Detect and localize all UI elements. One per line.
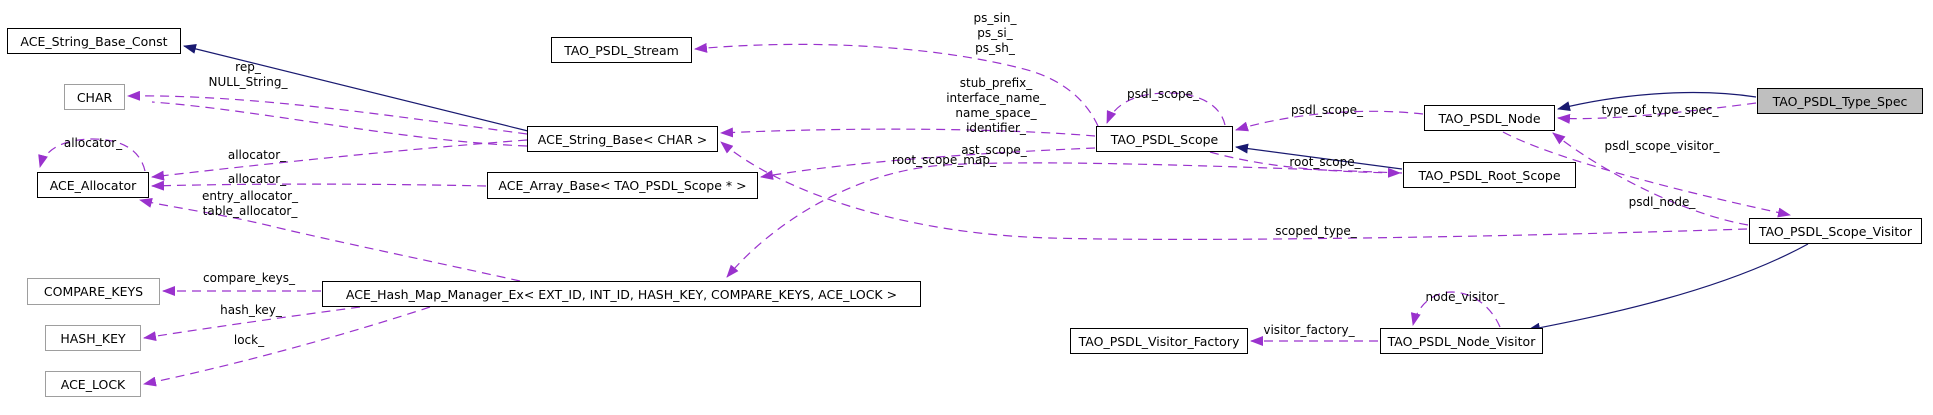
- edge-usage-root-scope-map: [726, 162, 1403, 278]
- class-node-char: CHAR: [64, 84, 125, 110]
- edge-usage-root-scope: [1209, 151, 1401, 178]
- edge-label-psdl-scope-visitor: psdl_scope_visitor_: [1604, 139, 1720, 153]
- class-node-ace-array-base[interactable]: ACE_Array_Base< TAO_PSDL_Scope * >: [487, 172, 758, 199]
- class-node-tao-psdl-node-visitor[interactable]: TAO_PSDL_Node_Visitor: [1380, 328, 1543, 354]
- class-node-tao-psdl-visitor-factory[interactable]: TAO_PSDL_Visitor_Factory: [1070, 328, 1248, 354]
- edge-label-node-visitor: node_visitor_: [1425, 290, 1505, 304]
- edge-label-lock-label: lock_: [233, 333, 265, 347]
- edge-label-psdl-node: psdl_node_: [1628, 195, 1696, 209]
- edge-label-psdl-scope-self: psdl_scope_: [1126, 87, 1200, 101]
- edge-usage-rep-null-string-2: [151, 101, 528, 147]
- edge-usage-lock: [143, 306, 431, 387]
- edge-inherit-stringbase-to-stringbaseconst: [183, 44, 529, 132]
- edge-label-allocator-upper: allocator_: [227, 148, 287, 162]
- class-node-tao-psdl-stream[interactable]: TAO_PSDL_Stream: [551, 37, 692, 63]
- edge-label-root-scope: root_scope_: [1289, 155, 1361, 169]
- edge-label-rep-null-string: rep_ NULL_String_: [208, 60, 288, 89]
- class-node-tao-psdl-type-spec: TAO_PSDL_Type_Spec: [1757, 88, 1923, 114]
- edge-label-ast-scope: ast_scope_: [961, 143, 1027, 157]
- class-node-tao-psdl-scope[interactable]: TAO_PSDL_Scope: [1096, 126, 1233, 152]
- class-node-compare-keys: COMPARE_KEYS: [27, 278, 160, 305]
- edge-inherit-rootscope-to-scope: [1235, 143, 1403, 170]
- edge-usage-allocator-lower: [151, 180, 487, 191]
- edge-label-psdl-scope: psdl_scope_: [1290, 103, 1364, 117]
- edge-label-entry-table-allocator: entry_allocator_ table_allocator_: [201, 189, 299, 218]
- class-node-tao-psdl-node[interactable]: TAO_PSDL_Node: [1424, 105, 1555, 131]
- edge-label-stub-group: stub_prefix_ interface_name_ name_space_…: [946, 76, 1046, 135]
- edge-label-ps-group: ps_sin_ ps_si_ ps_sh_: [973, 11, 1017, 55]
- edge-usage-psdl-scope: [1235, 110, 1424, 132]
- class-node-ace-string-base-const[interactable]: ACE_String_Base_Const: [7, 28, 181, 54]
- class-node-hash-key: HASH_KEY: [45, 325, 141, 351]
- edge-usage-ps-group: [694, 42, 1099, 127]
- edge-usage-allocator-upper: [151, 139, 528, 181]
- edge-usage-hash-key: [143, 306, 361, 342]
- edge-usage-rep-null-string: [127, 90, 528, 135]
- edge-usage-psdl-scope-self: [1106, 92, 1226, 126]
- edge-usage-type-of-type-spec: [1557, 102, 1757, 124]
- edge-usage-stub-group: [720, 127, 1096, 138]
- edge-label-type-of-type-spec: type_of_type_spec_: [1601, 103, 1719, 117]
- class-node-ace-lock: ACE_LOCK: [45, 371, 141, 397]
- edge-usage-ast-scope: [760, 147, 1096, 180]
- edge-usage-entry-table: [139, 198, 521, 282]
- edge-label-allocator-lower: allocator_: [227, 172, 287, 186]
- edge-usage-psdl-node: [1552, 132, 1749, 226]
- class-node-ace-string-base-char[interactable]: ACE_String_Base< CHAR >: [527, 126, 718, 152]
- edge-inherit-typespec-to-node: [1557, 91, 1757, 111]
- edge-label-visitor-factory: visitor_factory_: [1263, 323, 1355, 337]
- class-node-ace-hash-map-manager-ex[interactable]: ACE_Hash_Map_Manager_Ex< EXT_ID, INT_ID,…: [322, 281, 921, 307]
- edge-label-allocator-self: allocator_: [63, 136, 123, 150]
- edge-usage-psdl-scope-visitor: [1502, 131, 1791, 218]
- edge-label-compare-keys-label: compare_keys_: [203, 271, 295, 285]
- edge-inherit-scopevisitor-to-nodevisitor: [1527, 243, 1809, 333]
- edge-usage-allocator-self: [38, 138, 146, 172]
- edge-label-hash-key-label: hash_key_: [220, 303, 282, 317]
- class-node-ace-allocator[interactable]: ACE_Allocator: [37, 172, 149, 198]
- edge-usage-node-visitor-self: [1410, 291, 1501, 328]
- edge-label-root-scope-map: root_scope_map_: [892, 153, 996, 167]
- class-node-tao-psdl-root-scope[interactable]: TAO_PSDL_Root_Scope: [1403, 162, 1576, 188]
- edge-label-scoped-type: scoped_type_: [1275, 224, 1357, 238]
- edge-usage-scoped-type: [720, 141, 1748, 241]
- class-node-tao-psdl-scope-visitor[interactable]: TAO_PSDL_Scope_Visitor: [1749, 218, 1922, 244]
